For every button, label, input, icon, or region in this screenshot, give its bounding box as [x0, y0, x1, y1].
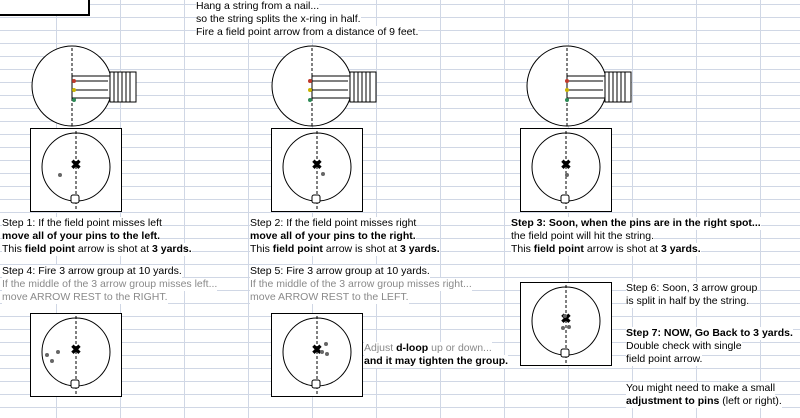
dloop-line-1: Adjust d-loop up or down...	[364, 342, 492, 355]
note-line-2: adjustment to pins (left or right).	[626, 395, 782, 408]
target-panel-step6: ✖	[520, 282, 612, 366]
step6-line-1: Step 6: Soon, 3 arrow group	[626, 282, 758, 295]
step3-line-1: Step 3: Soon, when the pins are in the r…	[511, 217, 761, 230]
step1-line-1: Step 1: If the field point misses left	[2, 217, 162, 230]
svg-text:✖: ✖	[312, 342, 323, 357]
svg-text:✖: ✖	[561, 311, 572, 326]
step4-line-2: If the middle of the 3 arrow group misse…	[2, 278, 218, 291]
step1-line-2: move all of your pins to the left.	[2, 230, 161, 243]
note-line-1: You might need to make a small	[626, 382, 776, 395]
step7-line-3: field point arrow.	[626, 353, 703, 366]
step5-line-2: If the middle of the 3 arrow group misse…	[250, 278, 472, 291]
step3-line-3: This field point arrow is shot at 3 yard…	[511, 243, 701, 256]
intro-line-2: so the string splits the x-ring in half.	[196, 13, 361, 26]
selected-cell[interactable]	[0, 0, 90, 16]
target-panel-step4: ✖	[30, 313, 122, 397]
step4-line-1: Step 4: Fire 3 arrow group at 10 yards.	[2, 265, 182, 278]
step5-line-1: Step 5: Fire 3 arrow group at 10 yards.	[250, 265, 430, 278]
svg-text:✖: ✖	[561, 157, 572, 172]
target-panel-step1: ✖	[30, 128, 122, 212]
bow-sight-diagram-1	[31, 45, 137, 128]
target-panel-step3: ✖	[520, 128, 612, 212]
svg-text:✖: ✖	[71, 157, 82, 172]
dloop-line-2: and it may tighten the group.	[364, 355, 509, 368]
intro-line-1: Hang a string from a nail...	[196, 0, 320, 13]
step2-line-1: Step 2: If the field point misses right	[250, 217, 417, 230]
svg-text:✖: ✖	[71, 342, 82, 357]
step7-line-2: Double check with single	[626, 340, 742, 353]
target-panel-step2: ✖	[271, 128, 363, 212]
step7-line-1: Step 7: NOW, Go Back to 3 yards.	[626, 327, 793, 340]
intro-line-3: Fire a field point arrow from a distance…	[196, 26, 419, 39]
bow-sight-diagram-2	[271, 45, 377, 128]
step2-line-2: move all of your pins to the right.	[250, 230, 416, 243]
step4-line-3: move ARROW REST to the RIGHT.	[2, 291, 168, 304]
target-panel-step5: ✖	[271, 313, 363, 397]
bow-sight-diagram-3	[526, 45, 632, 128]
step6-line-2: is split in half by the string.	[626, 295, 750, 308]
step2-line-3: This field point arrow is shot at 3 yard…	[250, 243, 440, 256]
svg-text:✖: ✖	[312, 157, 323, 172]
step1-line-3: This field point arrow is shot at 3 yard…	[2, 243, 192, 256]
step3-line-2: the field point will hit the string.	[511, 230, 654, 243]
step5-line-3: move ARROW REST to the LEFT.	[250, 291, 409, 304]
